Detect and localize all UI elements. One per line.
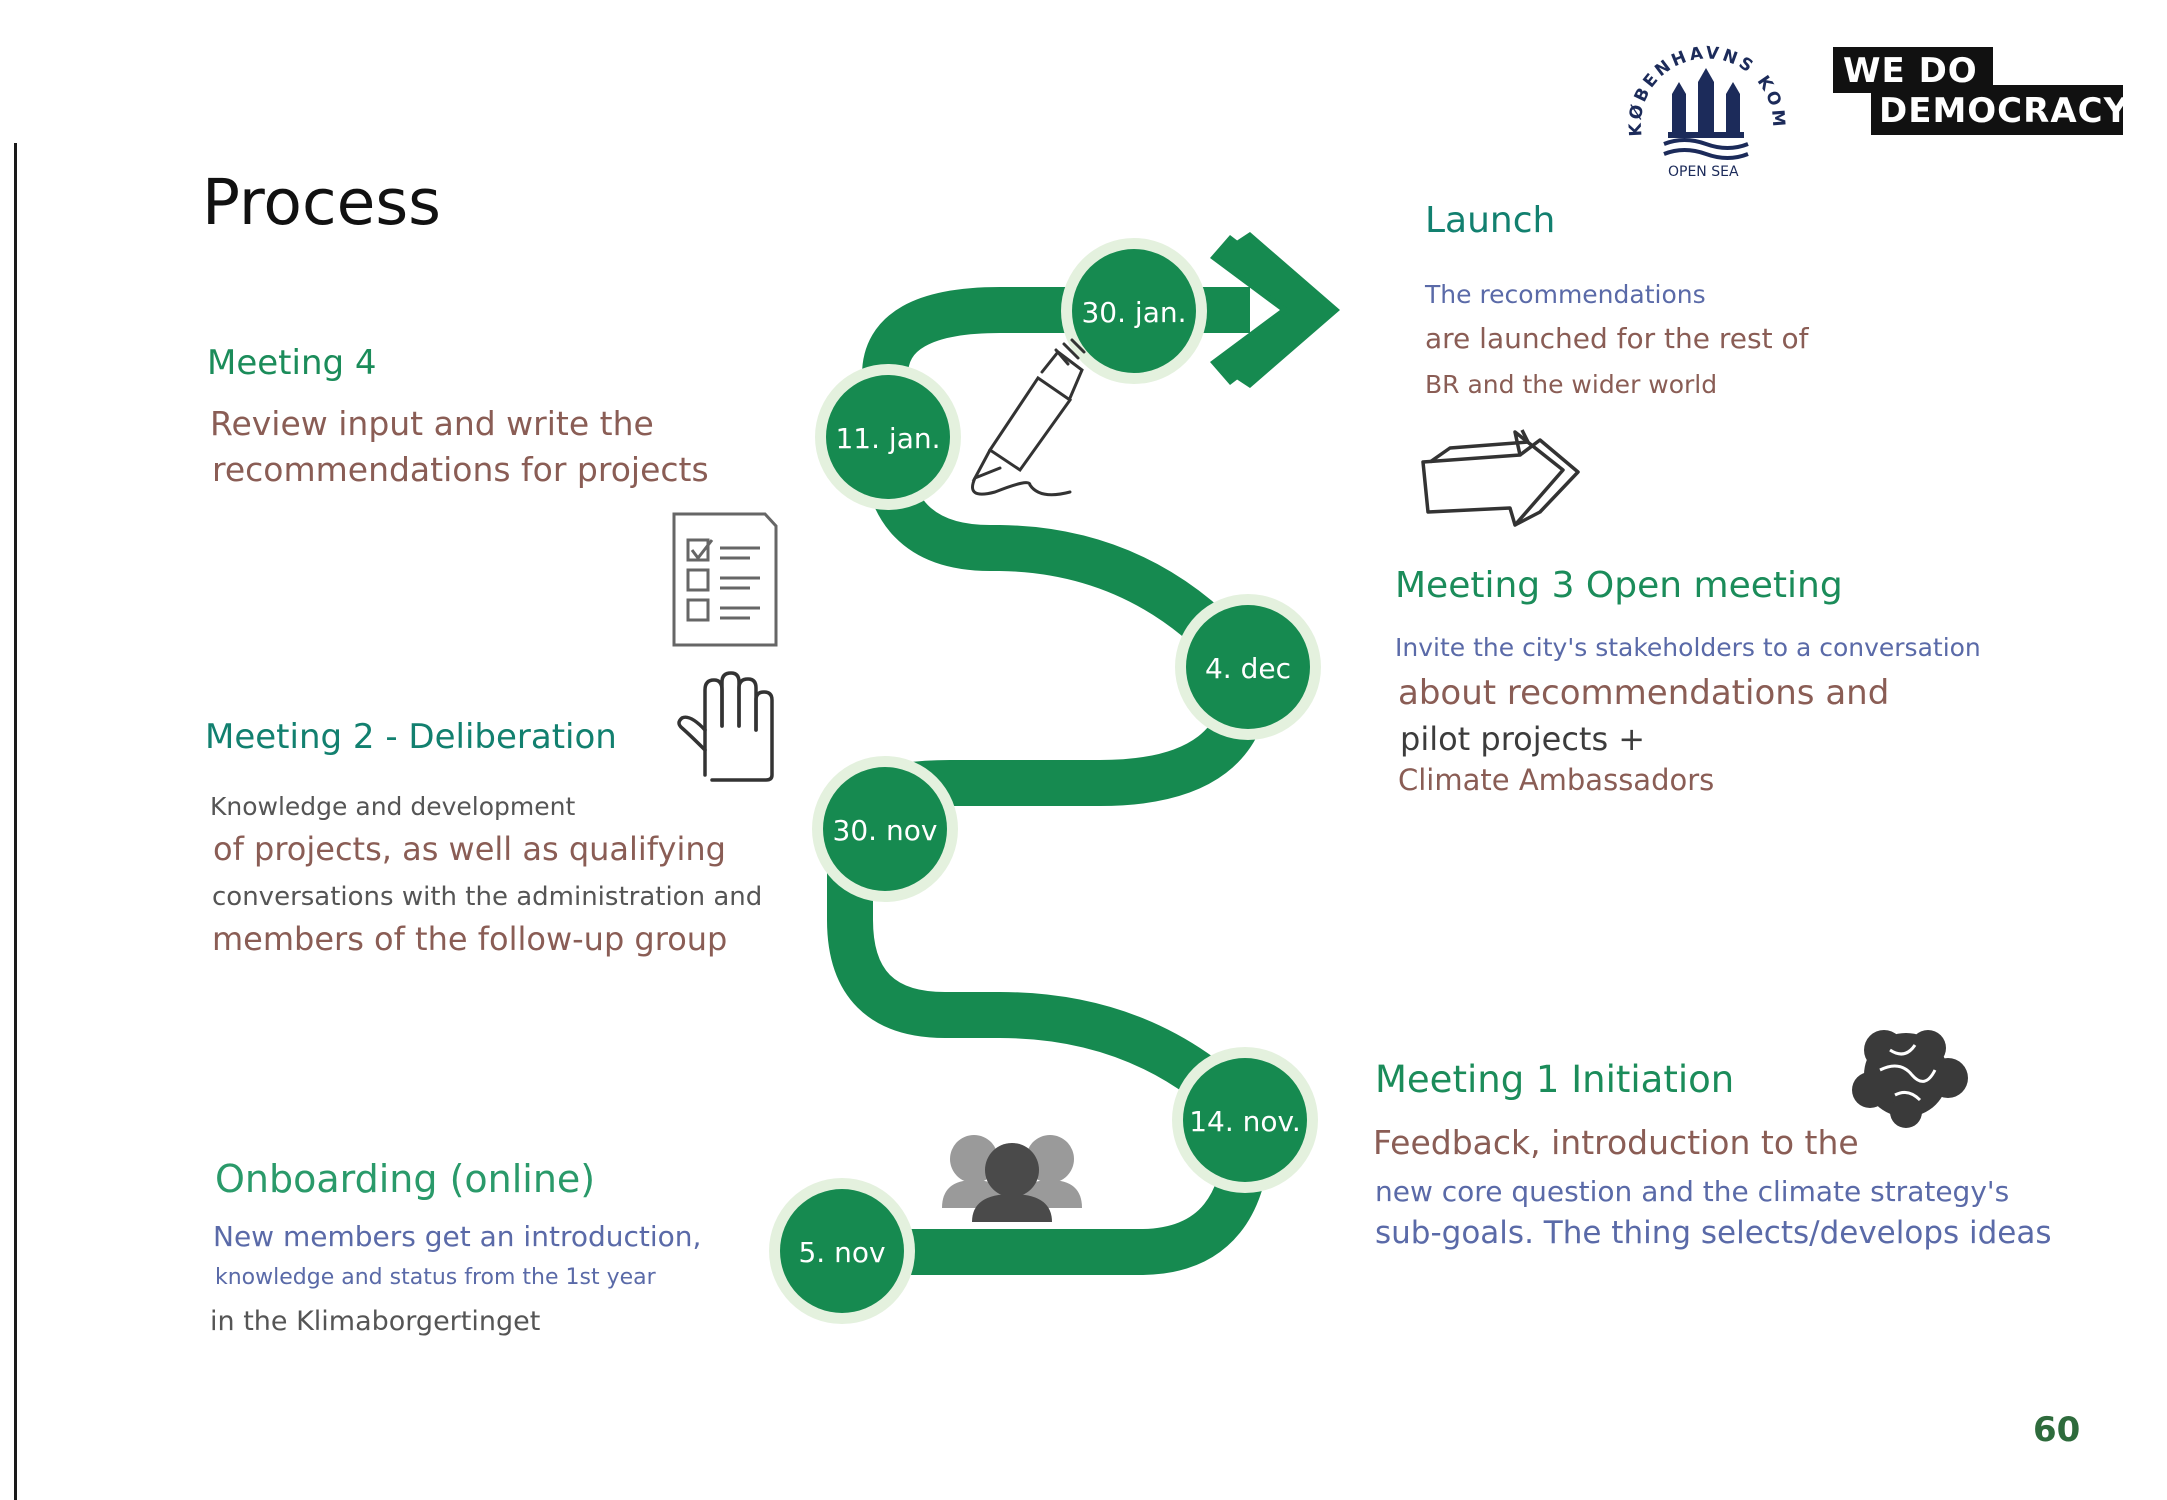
meeting4-text-line2: recommendations for projects bbox=[212, 450, 709, 489]
milestone-date: 30. jan. bbox=[1081, 296, 1186, 329]
meeting3-text-line1: Invite the city's stakeholders to a conv… bbox=[1395, 633, 1981, 662]
meeting1-text-line1: Feedback, introduction to the bbox=[1373, 1123, 1859, 1162]
logo-line2: DEMOCRACY bbox=[1879, 91, 2130, 131]
milestone-date: 30. nov bbox=[833, 814, 938, 847]
road-segment-2 bbox=[827, 825, 1265, 1135]
meeting3-text-line4: Climate Ambassadors bbox=[1398, 763, 1715, 797]
kommune-logo: KØBENHAVNS KOMMUNE OPEN SEA bbox=[1620, 36, 1786, 180]
wedodemocracy-logo: WE DO DEMOCRACY bbox=[1833, 47, 2128, 135]
launch-heading: Launch bbox=[1425, 200, 1556, 241]
left-border-line bbox=[14, 143, 17, 1500]
milestone-30-jan: 30. jan. bbox=[1061, 238, 1207, 384]
launch-text-line3: BR and the wider world bbox=[1425, 370, 1718, 399]
meeting2-text-line4: members of the follow-up group bbox=[212, 920, 728, 958]
meeting2-text-line1: Knowledge and development bbox=[210, 792, 576, 821]
meeting1-text-line2: new core question and the climate strate… bbox=[1375, 1175, 2010, 1208]
milestone-date: 11. jan. bbox=[835, 422, 940, 455]
milestone-30-nov: 30. nov bbox=[812, 756, 958, 902]
launch-text-line2: are launched for the rest of bbox=[1425, 322, 1809, 355]
pen-icon bbox=[971, 338, 1086, 497]
onboarding-heading: Onboarding (online) bbox=[215, 1157, 596, 1201]
meeting2-text-line3: conversations with the administration an… bbox=[212, 882, 763, 912]
milestone-14-nov: 14. nov. bbox=[1172, 1047, 1318, 1193]
milestone-11-jan: 11. jan. bbox=[815, 364, 961, 510]
brain-icon bbox=[1852, 1030, 1968, 1128]
milestone-date: 5. nov bbox=[798, 1236, 885, 1269]
milestone-5-nov: 5. nov bbox=[769, 1178, 915, 1324]
hand-icon bbox=[677, 671, 774, 782]
page-number: 60 bbox=[2033, 1410, 2081, 1450]
milestone-4-dec: 4. dec bbox=[1175, 594, 1321, 740]
arrow-sketch-icon bbox=[1421, 429, 1580, 527]
milestone-date: 4. dec bbox=[1205, 652, 1291, 685]
logo-line1: WE DO bbox=[1843, 51, 1978, 91]
people-icon bbox=[942, 1135, 1082, 1222]
milestone-date: 14. nov. bbox=[1189, 1105, 1301, 1138]
meeting1-heading: Meeting 1 Initiation bbox=[1375, 1058, 1735, 1101]
meeting2-heading: Meeting 2 - Deliberation bbox=[205, 717, 617, 757]
onboarding-text-line2: knowledge and status from the 1st year bbox=[215, 1265, 656, 1290]
meeting3-heading: Meeting 3 Open meeting bbox=[1395, 565, 1843, 606]
meeting4-text-line1: Review input and write the bbox=[210, 404, 654, 443]
meeting3-text-line2: about recommendations and bbox=[1398, 673, 1890, 713]
kommune-ribbon-text: OPEN SEA bbox=[1668, 164, 1739, 180]
launch-text-line1: The recommendations bbox=[1425, 280, 1706, 309]
checklist-icon bbox=[672, 512, 778, 647]
onboarding-text-line3: in the Klimaborgertinget bbox=[210, 1306, 541, 1337]
onboarding-text-line1: New members get an introduction, bbox=[213, 1220, 702, 1253]
meeting2-text-line2: of projects, as well as qualifying bbox=[213, 830, 726, 868]
meeting1-text-line3: sub-goals. The thing selects/develops id… bbox=[1375, 1215, 2052, 1251]
meeting4-heading: Meeting 4 bbox=[207, 343, 377, 383]
page-title: Process bbox=[202, 166, 441, 239]
meeting3-text-line3: pilot projects + bbox=[1400, 720, 1646, 758]
